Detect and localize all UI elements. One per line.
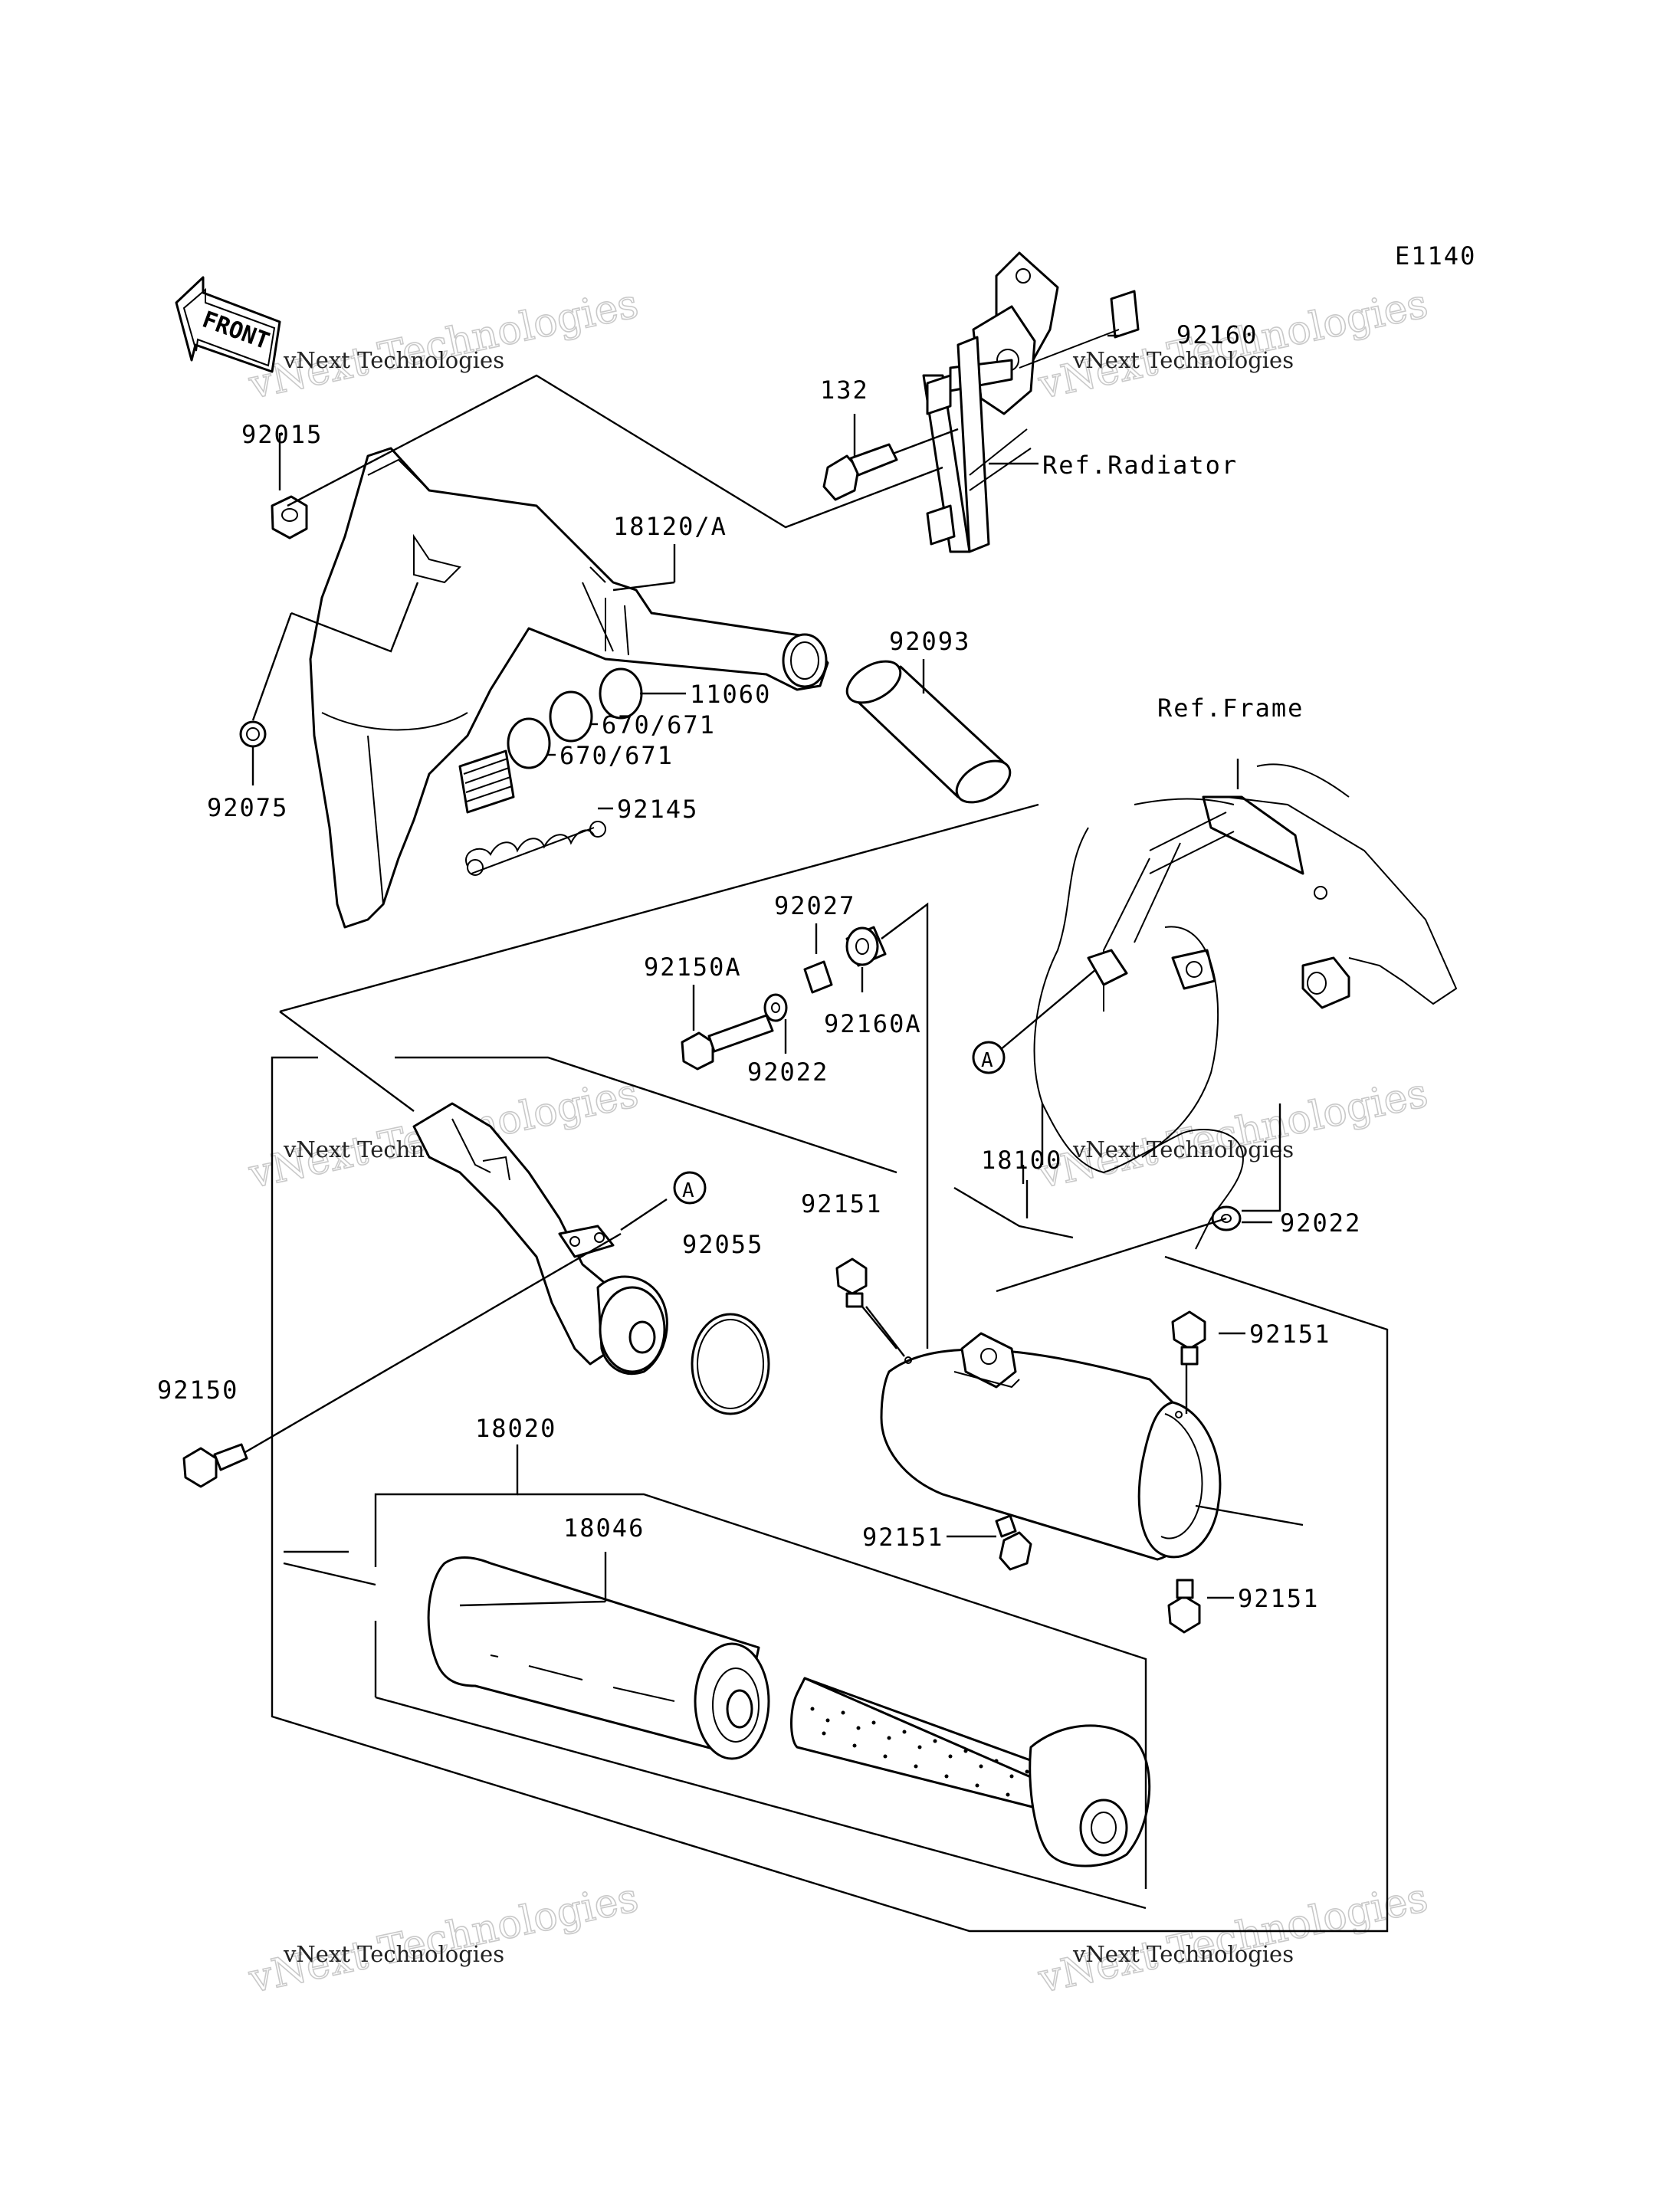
part-label-92022-b: 92022 — [1280, 1208, 1361, 1238]
part-label-92151-c: 92151 — [862, 1523, 943, 1552]
part-label-670-671-a: 670/671 — [602, 710, 716, 739]
gasket-92055 — [691, 1313, 770, 1415]
part-label-92027: 92027 — [774, 891, 855, 920]
leader-lines — [244, 334, 1389, 1933]
part-label-92022-a: 92022 — [747, 1058, 829, 1087]
part-label-92150: 92150 — [157, 1376, 238, 1405]
watermark-outline: vNext Technologies — [1034, 1071, 1432, 1198]
spring-92145 — [465, 821, 606, 876]
part-label-92160: 92160 — [1176, 320, 1258, 349]
radiator-bracket — [922, 251, 1140, 553]
part-label-92145: 92145 — [617, 795, 698, 824]
watermark-text: vNext Technologies — [283, 347, 504, 373]
coil-seal — [458, 749, 515, 814]
diagram-code: E1140 — [1395, 241, 1476, 271]
part-label-92015: 92015 — [241, 420, 323, 449]
watermark-text: vNext Technologies — [1072, 347, 1294, 373]
o-ring-670-671-a — [549, 690, 593, 743]
part-label-18100: 18100 — [981, 1146, 1062, 1175]
part-label-18046: 18046 — [563, 1513, 645, 1543]
watermark-mid-right: vNext Technologies vNext Technologies — [1033, 1070, 1432, 1199]
callout-a-frame: A — [972, 1041, 1006, 1074]
perforation-dots — [810, 1707, 1029, 1797]
part-label-92150A: 92150A — [644, 953, 742, 982]
perforated-baffle — [790, 1677, 1151, 1867]
part-label-18120-a: 18120/A — [613, 512, 727, 541]
sleeve-92093 — [845, 660, 1012, 804]
part-label-92151-d: 92151 — [1238, 1584, 1319, 1613]
muffler-18100 — [880, 1332, 1222, 1561]
part-label-92160A: 92160A — [824, 1009, 922, 1038]
o-ring-670-671-b — [507, 717, 551, 769]
part-label-92055: 92055 — [682, 1230, 763, 1259]
bolt-92150A — [681, 1014, 774, 1071]
expansion-chamber-18120 — [309, 447, 829, 929]
bolt-92151-b — [1171, 1310, 1206, 1366]
bolt-92150 — [182, 1443, 248, 1488]
collar-92027 — [803, 960, 833, 994]
header-pipe — [412, 1102, 668, 1376]
part-label-11060: 11060 — [690, 680, 771, 709]
callout-a-header: A — [673, 1171, 707, 1205]
watermark-text: vNext Technologies — [1072, 1136, 1294, 1162]
part-label-92151-a: 92151 — [801, 1189, 882, 1218]
part-label-92151-b: 92151 — [1249, 1320, 1331, 1349]
grommet-92075 — [239, 720, 267, 748]
ref-radiator-label: Ref.Radiator — [1042, 451, 1238, 480]
part-label-18020: 18020 — [475, 1414, 556, 1443]
part-label-132: 132 — [820, 375, 869, 405]
bolt-92151-d — [1167, 1579, 1201, 1634]
grommet-92160A — [845, 926, 887, 967]
bolt-92151-c — [995, 1514, 1032, 1571]
watermark-top-left: vNext Technologies vNext Technologies — [244, 280, 642, 409]
watermark-bottom-left: vNext Technologies vNext Technologies — [244, 1874, 642, 2003]
watermark-text: vNext Technologies — [1072, 1941, 1294, 1967]
frame-reference — [1033, 763, 1458, 1250]
silencer-core-18046 — [427, 1556, 770, 1760]
nut-92015 — [271, 495, 308, 539]
watermark-outline: vNext Technologies — [244, 281, 642, 408]
callout-a-label: A — [981, 1049, 995, 1072]
bolt-132 — [822, 443, 898, 501]
washer-92022-a — [763, 993, 788, 1022]
front-arrow-icon: FRONT — [175, 276, 281, 373]
watermark-outline: vNext Technologies — [244, 1875, 642, 2002]
bolt-92151-a — [835, 1258, 868, 1308]
part-label-670-671-b: 670/671 — [559, 741, 674, 770]
watermark-text: vNext Technologies — [283, 1941, 504, 1967]
part-label-92075: 92075 — [207, 793, 288, 822]
callout-a-label: A — [682, 1179, 696, 1202]
ref-frame-label: Ref.Frame — [1157, 694, 1304, 723]
part-label-92093: 92093 — [889, 627, 970, 656]
